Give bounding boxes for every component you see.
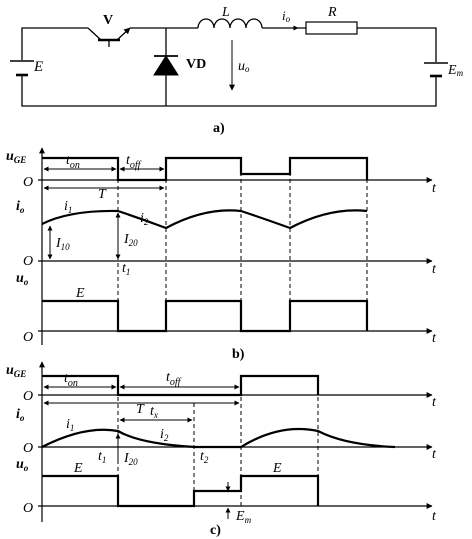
b-i1-label: i1: [64, 199, 72, 215]
c-t-axis-2: t: [432, 447, 437, 462]
circuit-schematic: E V VD L io R uo Em: [10, 5, 464, 136]
inductor-l-label: L: [221, 5, 230, 20]
inductor-l: [197, 18, 263, 29]
c-i1-label: i1: [66, 417, 74, 433]
b-io-label: io: [16, 199, 25, 215]
c-i2-label: i2: [160, 427, 169, 443]
battery-e: [10, 60, 34, 77]
panel-b: uGE O t ton toff T io i1 i2 I10 I20 O t1…: [6, 147, 437, 362]
b-I10-label: I10: [55, 236, 70, 252]
diode-vd-label: VD: [186, 57, 206, 72]
c-origin-2: O: [23, 441, 33, 456]
b-current-waveform: [41, 209, 368, 230]
c-I20-label: I20: [123, 451, 138, 467]
b-origin-3: O: [23, 330, 33, 345]
c-current-waveform: [41, 427, 396, 449]
b-E-label: E: [75, 286, 85, 301]
c-tx-label: tx: [150, 404, 158, 420]
c-io-label: io: [16, 407, 25, 423]
resistor-r-label: R: [327, 5, 337, 20]
b-t-axis-1: t: [432, 181, 437, 196]
b-uo-label: uo: [16, 271, 29, 287]
b-t1-label: t1: [122, 261, 130, 277]
c-output-voltage-waveform: [42, 474, 320, 508]
c-t-axis-3: t: [432, 509, 437, 524]
b-ton-label: ton: [66, 153, 80, 171]
c-t-axis-1: t: [432, 395, 437, 410]
c-E-label-2: E: [272, 461, 282, 476]
transistor-v: [87, 27, 131, 47]
b-i2-label: i2: [140, 211, 149, 227]
diode-vd: [153, 55, 179, 76]
b-t-axis-3: t: [432, 331, 437, 346]
b-period-label: T: [98, 187, 107, 202]
c-E-label-1: E: [73, 461, 83, 476]
c-toff-label: toff: [166, 370, 182, 388]
c-period-label: T: [136, 402, 145, 417]
c-ton-label: ton: [64, 371, 78, 389]
caption-c: c): [210, 523, 221, 538]
transistor-v-label: V: [103, 13, 113, 28]
emf-em-label: Em: [447, 63, 464, 78]
c-origin-3: O: [23, 501, 33, 516]
b-ugc-label: uGE: [6, 149, 26, 165]
b-origin-1: O: [23, 175, 33, 190]
b-output-voltage-waveform: [42, 299, 369, 333]
current-label: io: [282, 8, 291, 24]
b-origin-2: O: [23, 254, 33, 269]
c-t1-label: t1: [98, 449, 106, 465]
b-I20-label: I20: [123, 232, 138, 248]
bottom-wire: [21, 76, 437, 107]
caption-a: a): [213, 121, 225, 136]
c-t2-label: t2: [200, 449, 209, 465]
top-left-wire: [21, 27, 88, 60]
c-uo-label: uo: [16, 457, 29, 473]
caption-b: b): [232, 347, 245, 362]
b-t-axis-2: t: [432, 262, 437, 277]
c-origin-1: O: [23, 389, 33, 404]
c-Em-label: Em: [235, 509, 252, 525]
panel-c: uGE ton toff O t T tx io i1 i2 O t1 I20 …: [6, 361, 437, 538]
b-toff-label: toff: [126, 153, 142, 171]
c-ugc-label: uGE: [6, 363, 26, 379]
voltage-label: uo: [238, 59, 250, 74]
resistor-r: [305, 21, 358, 35]
right-wire: [357, 27, 437, 62]
emf-em: [424, 62, 448, 78]
battery-e-label: E: [33, 59, 43, 75]
